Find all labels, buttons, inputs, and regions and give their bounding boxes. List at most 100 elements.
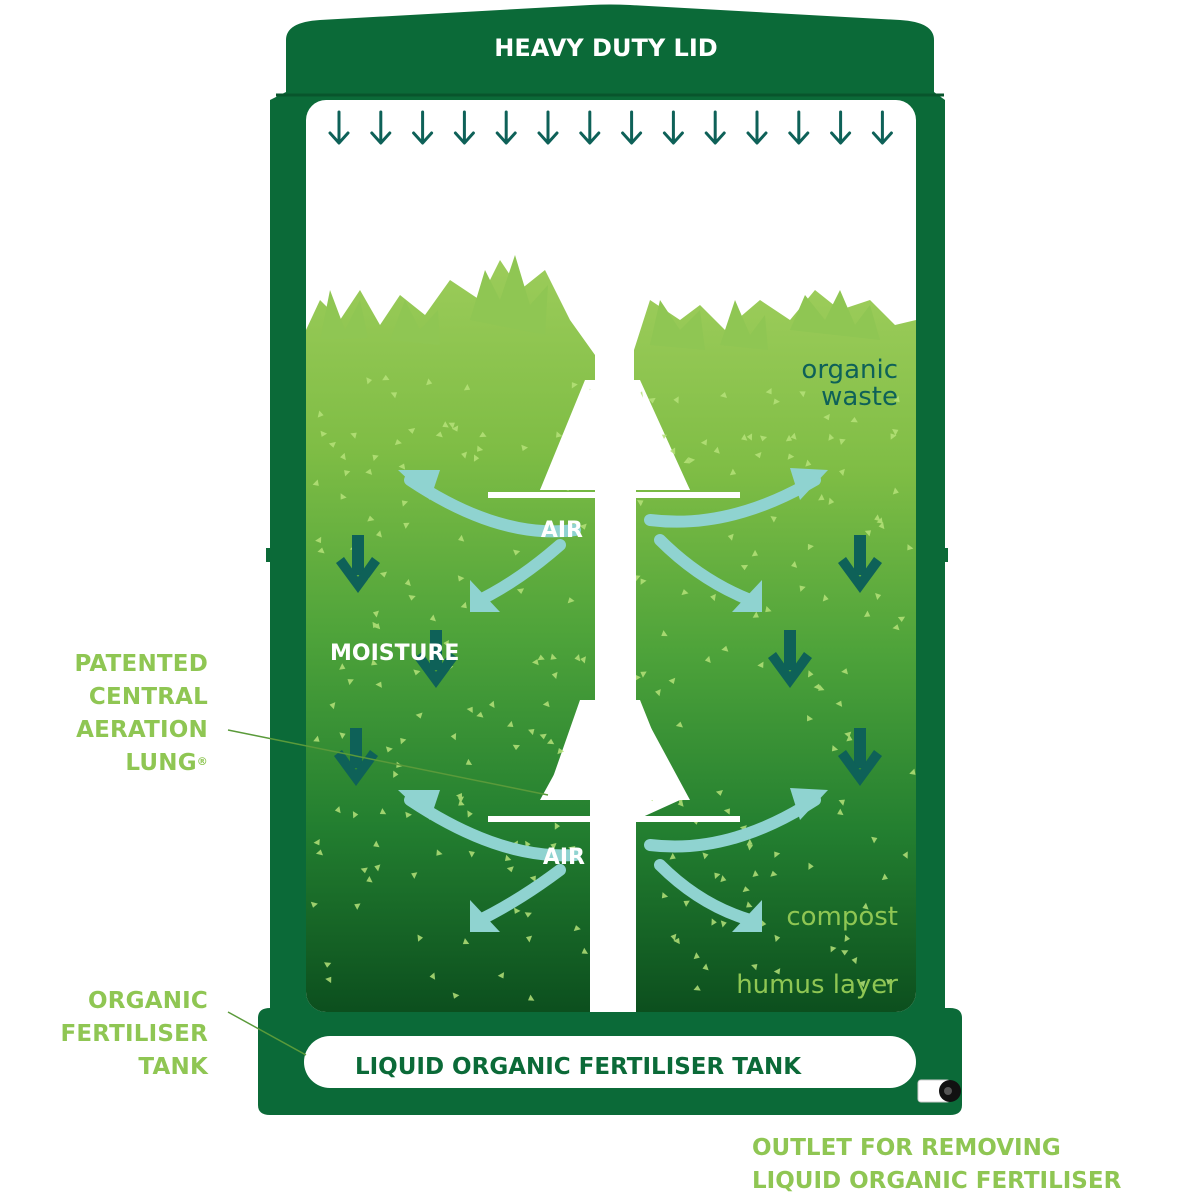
compost-speckle	[835, 700, 843, 707]
compost-speckle	[352, 811, 359, 819]
compost-speckle	[466, 706, 473, 714]
compost-speckle	[581, 947, 589, 954]
compost-speckle	[669, 852, 676, 860]
compost-speckle	[467, 810, 473, 818]
air-arrow	[474, 539, 566, 606]
compost-speckle	[539, 733, 547, 740]
compost-speckle	[892, 624, 900, 631]
compost-speckle	[790, 432, 797, 440]
compost-speckle	[339, 663, 346, 670]
compost-speckle	[746, 433, 753, 441]
compost-speckle	[841, 668, 849, 675]
compost-speckle	[442, 421, 449, 428]
compost-speckle	[404, 578, 411, 586]
compost-speckle	[634, 674, 641, 682]
compost-speckle	[468, 850, 475, 858]
compost-speckle	[571, 382, 578, 389]
compost-speckle	[513, 549, 521, 556]
compost-speckle	[344, 470, 351, 477]
down-arrow-icon	[328, 110, 350, 145]
compost-speckle	[516, 588, 525, 595]
compost-speckle	[838, 799, 845, 806]
compost-speckle	[435, 431, 443, 438]
compost-speckle	[746, 838, 753, 846]
compost-speckle	[528, 994, 535, 1001]
compost-speckle	[542, 701, 550, 708]
compost-speckle	[452, 992, 460, 999]
compost-speckle	[347, 679, 354, 686]
compost-speckle	[828, 497, 835, 505]
tank-window	[304, 1036, 916, 1088]
compost-speckle	[673, 937, 680, 945]
compost-speckle	[400, 737, 407, 745]
down-arrow-icon	[746, 110, 768, 145]
compost-speckle	[683, 900, 690, 907]
compost-speckle	[408, 428, 416, 434]
compost-speckle	[531, 659, 539, 666]
compost-speckle	[462, 938, 470, 945]
down-arrow-icon	[453, 110, 475, 145]
compost-speckle	[902, 851, 908, 859]
compost-speckle	[808, 862, 814, 870]
moisture-arrow	[334, 728, 378, 786]
lung-leader-line	[227, 729, 549, 796]
tank-callout-line: TANK	[138, 1054, 208, 1080]
compost-speckle	[340, 452, 346, 461]
compost-speckle	[574, 654, 581, 662]
compost-speckle	[746, 901, 753, 908]
compost-speckle	[878, 521, 885, 530]
compost-speckle	[403, 522, 410, 529]
compost-speckle	[710, 593, 716, 602]
compost-speckle	[525, 935, 533, 943]
compost-speckle	[546, 738, 555, 745]
moisture-arrows	[334, 535, 882, 786]
compost-speckle	[556, 431, 563, 438]
compost-speckle	[688, 457, 696, 464]
organic-waste-label-line1: organic	[801, 355, 898, 385]
compost-speckle	[751, 549, 759, 557]
down-arrow-icon	[370, 110, 392, 145]
compost-speckle	[379, 808, 387, 815]
down-arrow-icon	[495, 110, 517, 145]
down-arrow-icon	[704, 110, 726, 145]
compost-speckle	[746, 843, 754, 851]
compost-speckle	[390, 392, 398, 399]
organic-waste-label-line2: waste	[821, 382, 898, 412]
compost-speckle	[366, 875, 373, 883]
compost-speckle	[354, 903, 361, 910]
compost-speckle	[328, 441, 336, 448]
compost-speckle	[897, 616, 906, 623]
tank-callout-line: FERTILISER	[60, 1021, 208, 1047]
compost-speckle	[360, 867, 368, 874]
compost-speckle	[893, 395, 900, 403]
compost-speckle	[773, 398, 780, 405]
compost-speckle	[846, 734, 853, 742]
tank-label: LIQUID ORGANIC FERTILISER TANK	[355, 1054, 802, 1080]
air-arrow	[474, 864, 566, 926]
down-arrow-icon	[537, 110, 559, 145]
compost-speckle	[640, 578, 647, 585]
compost-speckle	[838, 468, 845, 476]
compost-speckle	[670, 933, 677, 941]
compost-speckle	[313, 839, 320, 846]
lung-callout-line-last: LUNG®	[74, 747, 208, 780]
compost-speckle	[850, 416, 858, 423]
compost-speckle	[573, 925, 581, 932]
compost-speckle	[752, 611, 759, 618]
air-arrow	[644, 474, 821, 528]
compost-speckle	[313, 735, 320, 742]
compost-speckle	[791, 560, 798, 568]
compost-speckle	[325, 976, 332, 984]
compost-speckle	[457, 575, 465, 582]
moisture-arrow	[414, 630, 458, 688]
compost-speckle	[385, 746, 393, 753]
compost-speckle	[367, 515, 375, 522]
air-label-lower: AIR	[543, 845, 585, 870]
compost-speckle	[765, 387, 772, 395]
compost-speckle	[382, 374, 390, 381]
compost-speckle	[675, 721, 683, 728]
compost-speckle	[408, 595, 416, 601]
compost-speckle	[524, 912, 532, 918]
compost-speckle	[350, 432, 357, 439]
compost-speckle	[875, 592, 882, 600]
